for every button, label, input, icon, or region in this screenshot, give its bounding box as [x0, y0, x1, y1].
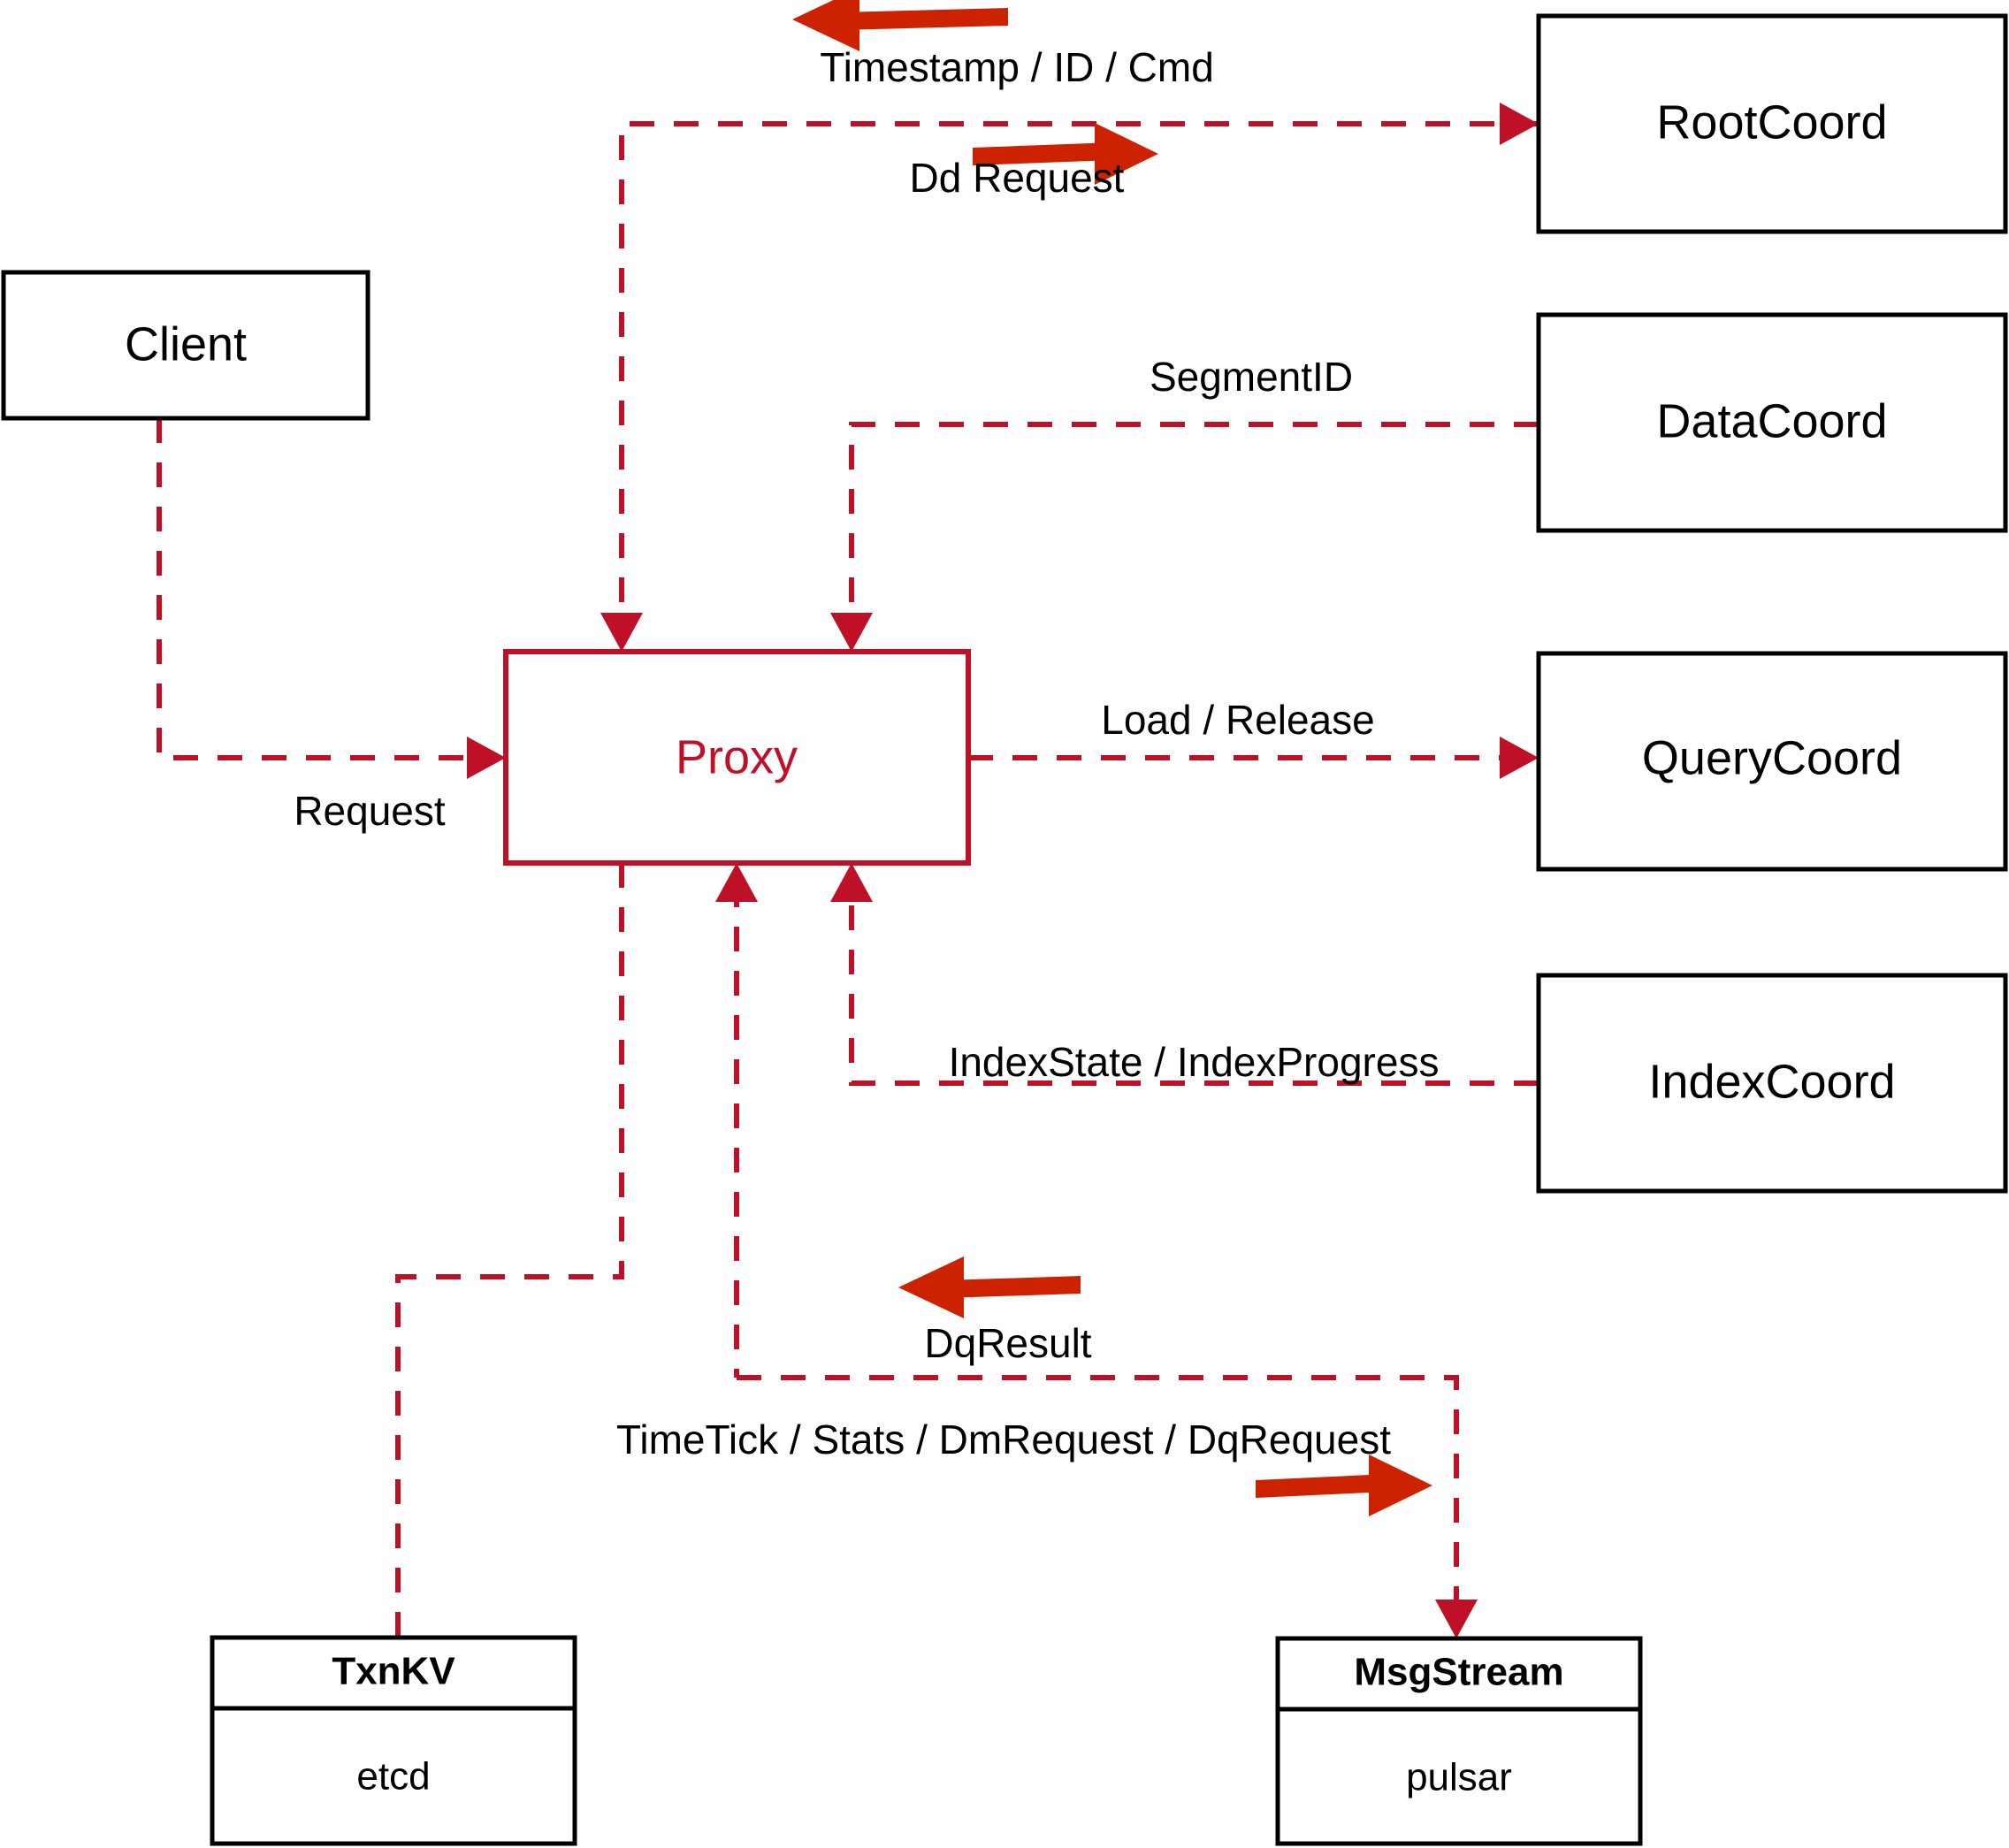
- edge-label-timestamp-id-cmd: Timestamp / ID / Cmd: [820, 44, 1214, 90]
- node-index-coord[interactable]: IndexCoord: [1536, 973, 2008, 1194]
- node-data-coord-label: DataCoord: [1656, 394, 1887, 447]
- edge-request-arrowhead: [467, 737, 506, 779]
- direction-arrow-timetick: [1256, 1455, 1432, 1516]
- direction-arrow-timetick-shaft: [1256, 1474, 1388, 1498]
- node-query-coord-label: QueryCoord: [1642, 731, 1902, 784]
- node-client-box[interactable]: [1, 270, 370, 421]
- edge-timestamp-id-cmd: [600, 121, 1539, 652]
- edge-index-state-progress-path: [849, 882, 1539, 1086]
- edge-dq-result-arrowhead: [715, 863, 758, 902]
- direction-arrow-timestamp-shaft: [840, 8, 1008, 30]
- direction-arrow-dd-head: [1095, 123, 1158, 185]
- edge-segment-id-arrowhead: [830, 613, 873, 652]
- edge-timestamp-id-cmd-arrowhead: [600, 613, 643, 652]
- edge-label-timetick-stats: TimeTick / Stats / DmRequest / DqRequest: [616, 1417, 1391, 1462]
- edge-segment-id-path: [849, 422, 1539, 632]
- node-data-coord[interactable]: DataCoord: [1536, 312, 2008, 533]
- edge-label-dq-result: DqResult: [924, 1320, 1091, 1366]
- node-txnkv-impl: etcd: [356, 1755, 430, 1798]
- node-proxy-label: Proxy: [676, 730, 798, 783]
- edge-dq-result: [715, 863, 758, 1378]
- edge-proxy-txnkv: [395, 863, 624, 1638]
- edge-load-release: [968, 737, 1539, 779]
- node-msgstream-title: MsgStream: [1354, 1651, 1563, 1694]
- node-data-coord-box[interactable]: [1536, 312, 2008, 533]
- edge-timetick-stats-path: [737, 1375, 1459, 1618]
- direction-arrow-timetick-head: [1369, 1455, 1432, 1516]
- edge-label-index-state-progress: IndexState / IndexProgress: [949, 1039, 1440, 1085]
- direction-arrow-dq-result: [898, 1256, 1081, 1318]
- direction-arrow-dqresult-shaft: [944, 1276, 1081, 1298]
- node-query-coord[interactable]: QueryCoord: [1536, 651, 2008, 872]
- node-txnkv[interactable]: TxnKV etcd: [210, 1635, 577, 1846]
- edge-load-release-arrowhead: [1500, 737, 1539, 779]
- edge-index-state-progress: [830, 863, 1539, 1086]
- edge-request-path: [157, 418, 485, 760]
- direction-arrow-dd-request: [973, 123, 1158, 185]
- node-client[interactable]: Client: [1, 270, 370, 421]
- edge-proxy-txnkv-path: [395, 863, 624, 1638]
- edge-dd-request-arrowhead: [1500, 103, 1539, 145]
- direction-arrow-timestamp-head: [792, 0, 859, 51]
- direction-arrow-dqresult-head: [898, 1256, 964, 1318]
- node-txnkv-title: TxnKV: [332, 1650, 455, 1693]
- direction-arrow-timestamp-id-cmd: [792, 0, 1008, 51]
- node-root-coord-box[interactable]: [1536, 13, 2008, 234]
- edge-label-request: Request: [294, 788, 446, 834]
- edge-segment-id: [830, 422, 1539, 652]
- node-proxy[interactable]: Proxy: [503, 649, 971, 866]
- edge-timetick-stats: [737, 1375, 1478, 1638]
- node-msgstream[interactable]: MsgStream pulsar: [1275, 1636, 1643, 1846]
- node-msgstream-box[interactable]: [1275, 1636, 1643, 1846]
- node-root-coord-label: RootCoord: [1656, 95, 1887, 149]
- node-index-coord-label: IndexCoord: [1648, 1055, 1895, 1108]
- edge-label-dd-request: Dd Request: [910, 155, 1125, 201]
- node-query-coord-box[interactable]: [1536, 651, 2008, 872]
- edge-timestamp-id-cmd-path: [619, 121, 1539, 632]
- edge-timetick-stats-arrowhead: [1435, 1600, 1478, 1638]
- edge-label-load-release: Load / Release: [1101, 697, 1374, 743]
- node-proxy-box[interactable]: [503, 649, 971, 866]
- node-index-coord-box[interactable]: [1536, 973, 2008, 1194]
- edge-index-state-progress-arrowhead: [830, 863, 873, 902]
- edge-label-segment-id: SegmentID: [1150, 354, 1353, 400]
- edge-dd-request: [1500, 103, 1539, 145]
- node-client-label: Client: [125, 317, 247, 370]
- node-root-coord[interactable]: RootCoord: [1536, 13, 2008, 234]
- edge-request: [157, 418, 506, 779]
- node-msgstream-impl: pulsar: [1406, 1756, 1512, 1799]
- direction-arrow-dd-shaft: [973, 142, 1114, 165]
- node-txnkv-box[interactable]: [210, 1635, 577, 1846]
